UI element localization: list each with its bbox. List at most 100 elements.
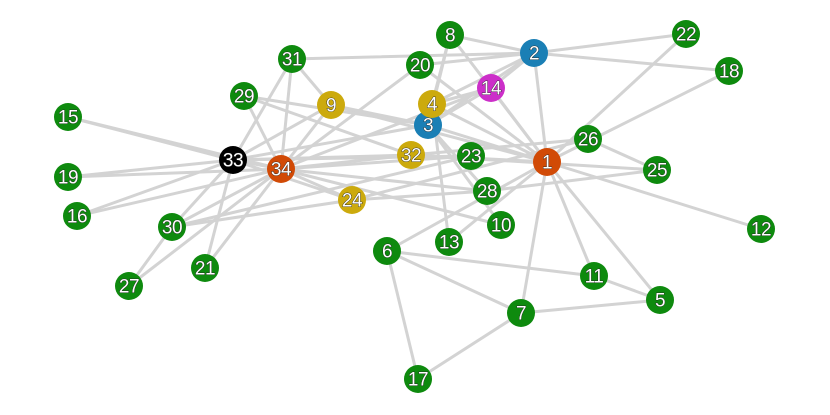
edge-25-28 bbox=[485, 168, 659, 193]
edge-21-33 bbox=[203, 158, 235, 270]
node-9[interactable]: 9 bbox=[317, 91, 345, 119]
node-33[interactable]: 33 bbox=[219, 146, 247, 174]
node-21[interactable]: 21 bbox=[191, 254, 219, 282]
node-label: 26 bbox=[578, 130, 598, 151]
node-23[interactable]: 23 bbox=[457, 142, 485, 170]
node-circle[interactable] bbox=[373, 237, 401, 265]
node-circle[interactable] bbox=[278, 45, 306, 73]
edge-32-33 bbox=[231, 153, 413, 162]
edge-2-22 bbox=[532, 32, 688, 55]
node-28[interactable]: 28 bbox=[473, 177, 501, 205]
node-circle[interactable] bbox=[435, 228, 463, 256]
node-circle[interactable] bbox=[457, 142, 485, 170]
node-circle[interactable] bbox=[158, 213, 186, 241]
node-2[interactable]: 2 bbox=[520, 39, 548, 67]
node-5[interactable]: 5 bbox=[646, 286, 674, 314]
node-circle[interactable] bbox=[115, 272, 143, 300]
node-15[interactable]: 15 bbox=[54, 103, 82, 131]
node-4[interactable]: 4 bbox=[418, 90, 446, 118]
node-circle[interactable] bbox=[580, 262, 608, 290]
node-22[interactable]: 22 bbox=[672, 20, 700, 48]
edge-21-34 bbox=[203, 167, 283, 270]
node-circle[interactable] bbox=[672, 20, 700, 48]
edge-1-18 bbox=[545, 69, 731, 164]
node-29[interactable]: 29 bbox=[230, 82, 258, 110]
edge-6-7 bbox=[385, 249, 523, 315]
edge-24-33 bbox=[231, 158, 354, 202]
node-label: 32 bbox=[401, 146, 421, 167]
edge-5-7 bbox=[519, 298, 662, 315]
node-34[interactable]: 34 bbox=[267, 155, 295, 183]
node-label: 31 bbox=[282, 50, 302, 71]
node-circle[interactable] bbox=[533, 148, 561, 176]
node-circle[interactable] bbox=[230, 82, 258, 110]
node-3[interactable]: 3 bbox=[414, 111, 442, 139]
node-31[interactable]: 31 bbox=[278, 45, 306, 73]
node-label: 12 bbox=[751, 220, 771, 241]
node-label: 5 bbox=[655, 291, 665, 312]
node-26[interactable]: 26 bbox=[574, 125, 602, 153]
node-circle[interactable] bbox=[54, 103, 82, 131]
edge-9-33 bbox=[231, 103, 333, 162]
node-circle[interactable] bbox=[54, 163, 82, 191]
node-circle[interactable] bbox=[574, 125, 602, 153]
node-30[interactable]: 30 bbox=[158, 213, 186, 241]
node-11[interactable]: 11 bbox=[580, 262, 608, 290]
node-label: 27 bbox=[119, 277, 139, 298]
edge-1-14 bbox=[489, 86, 549, 164]
node-circle[interactable] bbox=[219, 146, 247, 174]
edge-6-11 bbox=[385, 249, 596, 278]
node-circle[interactable] bbox=[404, 365, 432, 393]
node-circle[interactable] bbox=[520, 39, 548, 67]
edge-1-12 bbox=[545, 160, 763, 231]
node-circle[interactable] bbox=[507, 299, 535, 327]
node-32[interactable]: 32 bbox=[397, 141, 425, 169]
node-label: 34 bbox=[271, 160, 292, 181]
edge-24-30 bbox=[170, 198, 354, 229]
node-circle[interactable] bbox=[338, 186, 366, 214]
node-circle[interactable] bbox=[646, 286, 674, 314]
node-6[interactable]: 6 bbox=[373, 237, 401, 265]
node-14[interactable]: 14 bbox=[477, 74, 505, 102]
node-24[interactable]: 24 bbox=[338, 186, 366, 214]
node-12[interactable]: 12 bbox=[747, 215, 775, 243]
node-20[interactable]: 20 bbox=[406, 51, 434, 79]
edge-7-17 bbox=[416, 311, 523, 381]
node-7[interactable]: 7 bbox=[507, 299, 535, 327]
edge-24-28 bbox=[350, 189, 489, 202]
node-circle[interactable] bbox=[747, 215, 775, 243]
node-27[interactable]: 27 bbox=[115, 272, 143, 300]
node-circle[interactable] bbox=[63, 202, 91, 230]
node-8[interactable]: 8 bbox=[436, 21, 464, 49]
node-label: 9 bbox=[326, 96, 336, 117]
node-circle[interactable] bbox=[473, 177, 501, 205]
node-circle[interactable] bbox=[643, 156, 671, 184]
node-label: 18 bbox=[719, 62, 739, 83]
node-17[interactable]: 17 bbox=[404, 365, 432, 393]
node-label: 6 bbox=[382, 242, 392, 263]
node-circle[interactable] bbox=[317, 91, 345, 119]
node-circle[interactable] bbox=[436, 21, 464, 49]
node-label: 25 bbox=[647, 161, 667, 182]
node-circle[interactable] bbox=[397, 141, 425, 169]
node-circle[interactable] bbox=[267, 155, 295, 183]
edge-32-34 bbox=[279, 153, 413, 171]
node-1[interactable]: 1 bbox=[533, 148, 561, 176]
node-19[interactable]: 19 bbox=[54, 163, 82, 191]
node-13[interactable]: 13 bbox=[435, 228, 463, 256]
node-label: 23 bbox=[461, 147, 481, 168]
edge-30-33 bbox=[170, 158, 235, 229]
node-18[interactable]: 18 bbox=[715, 57, 743, 85]
node-circle[interactable] bbox=[406, 51, 434, 79]
node-circle[interactable] bbox=[715, 57, 743, 85]
node-circle[interactable] bbox=[191, 254, 219, 282]
edge-19-33 bbox=[66, 158, 235, 179]
node-25[interactable]: 25 bbox=[643, 156, 671, 184]
node-circle[interactable] bbox=[487, 211, 515, 239]
node-circle[interactable] bbox=[418, 90, 446, 118]
node-10[interactable]: 10 bbox=[487, 211, 515, 239]
node-16[interactable]: 16 bbox=[63, 202, 91, 230]
node-circle[interactable] bbox=[477, 74, 505, 102]
node-label: 22 bbox=[676, 25, 696, 46]
node-circle[interactable] bbox=[414, 111, 442, 139]
